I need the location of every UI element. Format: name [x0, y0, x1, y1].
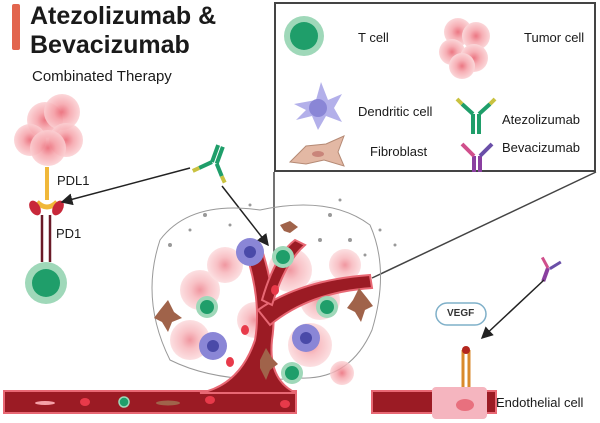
atezolizumab-icon — [455, 97, 497, 134]
t-cells-mass — [196, 246, 338, 384]
t-cell-left — [25, 262, 67, 304]
t-cell-icon — [284, 16, 324, 56]
legend-label-dendritic-cell: Dendritic cell — [358, 104, 433, 119]
tumor-cell-icon — [439, 18, 490, 79]
title-line-2: Bevacizumab — [30, 31, 190, 59]
dendritic-cells-mass — [199, 238, 320, 360]
legend-icons — [284, 16, 497, 172]
arrow-atezo-to-tcell — [221, 185, 269, 247]
vegf-label: VEGF — [447, 308, 475, 319]
arrow-bev-to-receptor — [480, 279, 545, 340]
fibroblasts-mass — [154, 221, 373, 380]
subtitle: Combinated Therapy — [32, 68, 172, 85]
dendritic-cell-icon — [294, 82, 342, 130]
page-title: Atezolizumab & Bevacizumab — [30, 2, 216, 60]
legend-label-tumor-cell: Tumor cell — [524, 30, 585, 45]
callout-line-right — [371, 171, 597, 279]
pdl1-stalk — [45, 167, 49, 200]
legend-label-fibroblast: Fibroblast — [370, 144, 428, 159]
bevacizumab-icon — [460, 142, 494, 172]
title-accent-bar — [12, 4, 20, 50]
pdl1-label: PDL1 — [57, 173, 90, 188]
fibroblast-icon — [288, 135, 345, 167]
legend-label-t-cell: T cell — [358, 30, 389, 45]
endothelial-cell-label: Endothelial cell — [496, 395, 584, 410]
title-line-1: Atezolizumab & — [30, 2, 217, 30]
vegf-receptor — [461, 346, 471, 388]
pd1-receptor — [29, 200, 64, 262]
legend-box: T cell Tumor cell Dendritic cell Atezoli… — [274, 2, 596, 172]
bevacizumab-free — [540, 256, 562, 282]
vegf-pill — [435, 302, 487, 326]
endothelial-nucleus — [456, 399, 474, 411]
legend-label-bevacizumab: Bevacizumab — [502, 140, 581, 155]
pd1-label: PD1 — [56, 226, 82, 241]
legend-label-atezolizumab: Atezolizumab — [502, 112, 581, 127]
tumor-cell-extravasating — [330, 361, 354, 385]
tumor-cell-cluster-left — [14, 94, 83, 166]
atezolizumab-free — [191, 144, 227, 184]
arrow-atezo-to-pdl1 — [60, 167, 191, 206]
